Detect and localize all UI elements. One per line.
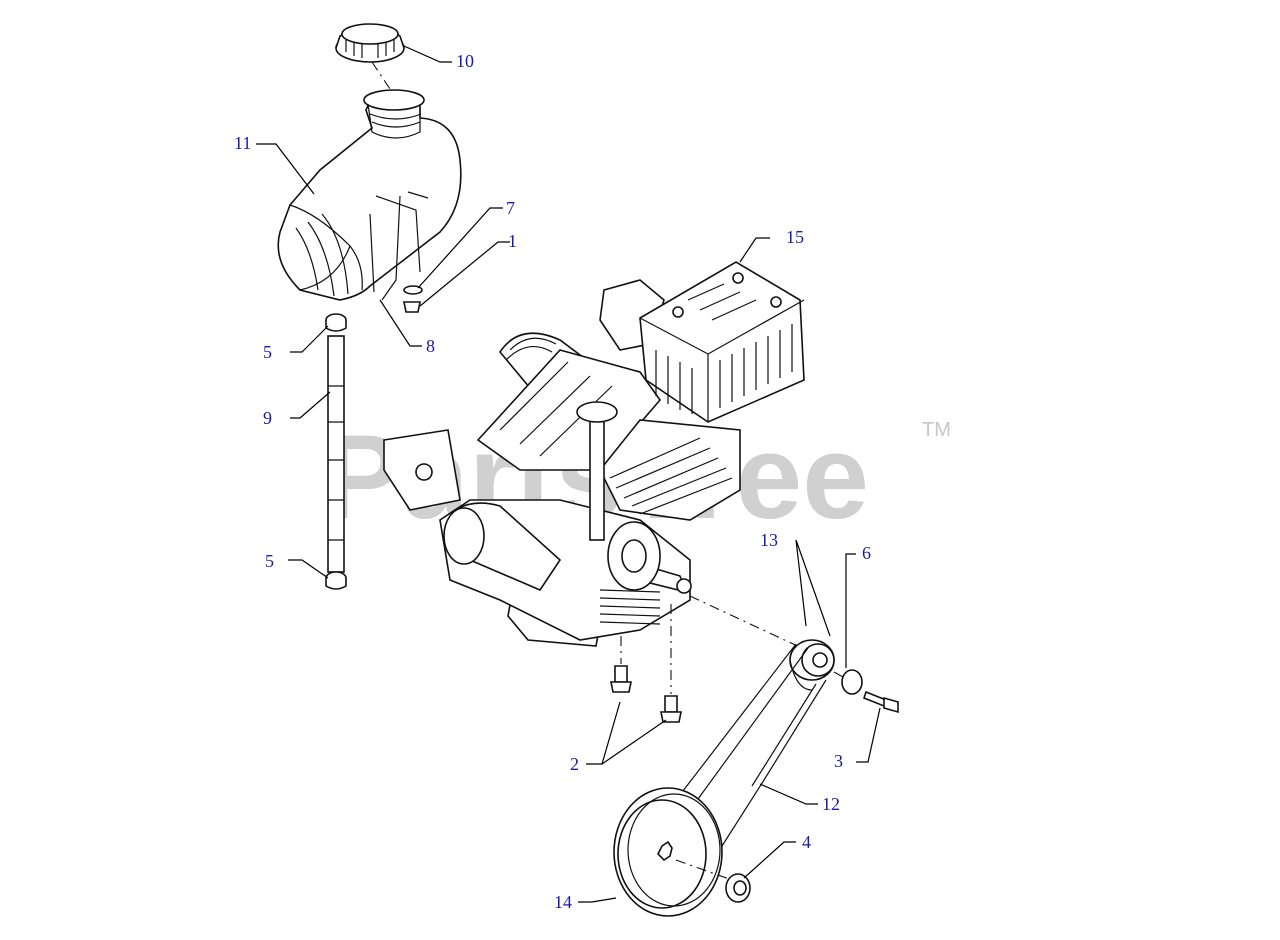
hose-clamp-bottom [325,571,347,590]
callout-8: 8 [426,336,435,356]
callout-9: 9 [263,408,272,428]
callout-1: 1 [508,231,517,251]
callout-3: 3 [834,751,843,771]
callout-14: 14 [554,892,572,912]
callout-15: 15 [786,227,804,247]
washer-6 [841,669,863,695]
callout-13: 13 [760,530,778,550]
pulley-bolt [863,690,899,714]
fuel-line [327,335,345,573]
fuel-cap [335,23,405,63]
engine [383,261,805,647]
driven-pulley [613,787,733,917]
callout-2: 2 [570,754,579,774]
washer-7 [403,285,423,295]
callout-5-bottom: 5 [265,551,274,571]
callout-6: 6 [862,543,871,563]
callout-11: 11 [234,133,251,153]
leader-lines [256,45,881,903]
engine-pulley [789,639,835,691]
callout-7: 7 [506,198,515,218]
fuel-tank [277,89,462,301]
callout-5-top: 5 [263,342,272,362]
callout-12: 12 [822,794,840,814]
watermark-trademark: TM [922,419,951,441]
hose-clamp-top [325,313,347,332]
callout-10: 10 [456,51,474,71]
mounting-bolt-right [660,604,682,723]
mounting-bolt-left [610,636,632,693]
screw-1 [403,301,421,313]
pulley-nut [725,873,751,903]
callout-4: 4 [802,832,811,852]
